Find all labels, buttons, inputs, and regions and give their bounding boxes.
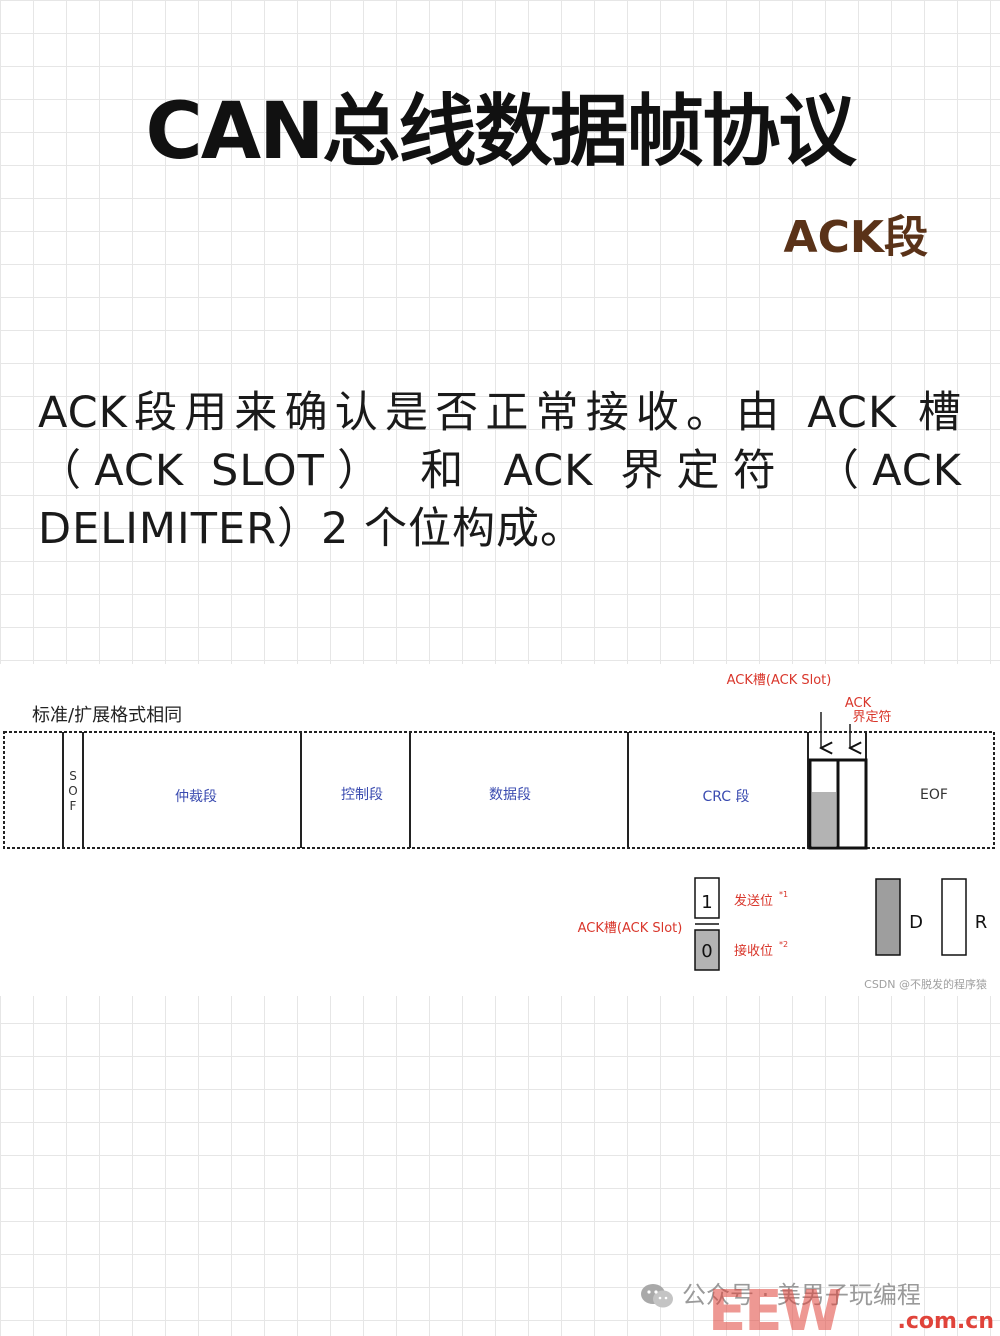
wechat-icon: [641, 1284, 673, 1308]
footer-account-text: 公众号 · 美男子玩编程: [682, 1281, 921, 1309]
eof-field-label: EOF: [920, 787, 948, 803]
page-title: CAN总线数据帧协议: [145, 87, 857, 177]
control-field-label: 控制段: [341, 787, 383, 803]
ack-delimiter-label-line2: 界定符: [852, 709, 891, 725]
recessive-legend-label: R: [975, 912, 988, 933]
receive-bit-cell: [694, 929, 720, 971]
sof-letter: F: [70, 799, 77, 813]
legend-ack-slot-label: ACK槽(ACK Slot): [578, 921, 683, 936]
footer-account: 公众号 · 美男子玩编程: [640, 1275, 921, 1315]
dominant-legend-label: D: [909, 912, 923, 933]
sof-letter: O: [68, 784, 77, 798]
section-subtitle: ACK段: [783, 212, 928, 263]
receive-bit-label: 接收位: [734, 943, 773, 959]
sof-letter: S: [69, 769, 77, 783]
ack-delimiter-cell: [836, 758, 868, 850]
eew-logo: EEW .com.cn: [708, 1282, 995, 1334]
ack-slot-label: ACK槽(ACK Slot): [727, 673, 832, 688]
dominant-legend-box: [875, 878, 901, 956]
figure-credit: CSDN @不脱发的程序猿: [864, 977, 987, 991]
frame-format-label: 标准/扩展格式相同: [32, 705, 182, 726]
receive-bit-value: 0: [701, 941, 712, 962]
data-field-label: 数据段: [489, 787, 531, 803]
ack-slot-fill: [812, 792, 836, 846]
send-bit-label: 发送位: [734, 893, 773, 909]
receive-bit-note: *2: [779, 940, 788, 949]
send-bit-cell: [694, 877, 720, 919]
intro-paragraph: ACK段用来确认是否正常接收。由 ACK 槽（ACK SLOT） 和 ACK 界…: [38, 388, 962, 554]
ack-delimiter-label-line1: ACK: [845, 696, 872, 711]
arbitration-field-label: 仲裁段: [175, 789, 217, 805]
frame-outline: [3, 731, 995, 849]
recessive-legend-box: [941, 878, 967, 956]
logo-letters: EEW: [708, 1282, 842, 1334]
logo-domain: .com.cn: [898, 1309, 995, 1334]
crc-field-label: CRC 段: [702, 789, 749, 805]
send-bit-note: *1: [779, 890, 788, 899]
send-bit-value: 1: [701, 892, 712, 913]
